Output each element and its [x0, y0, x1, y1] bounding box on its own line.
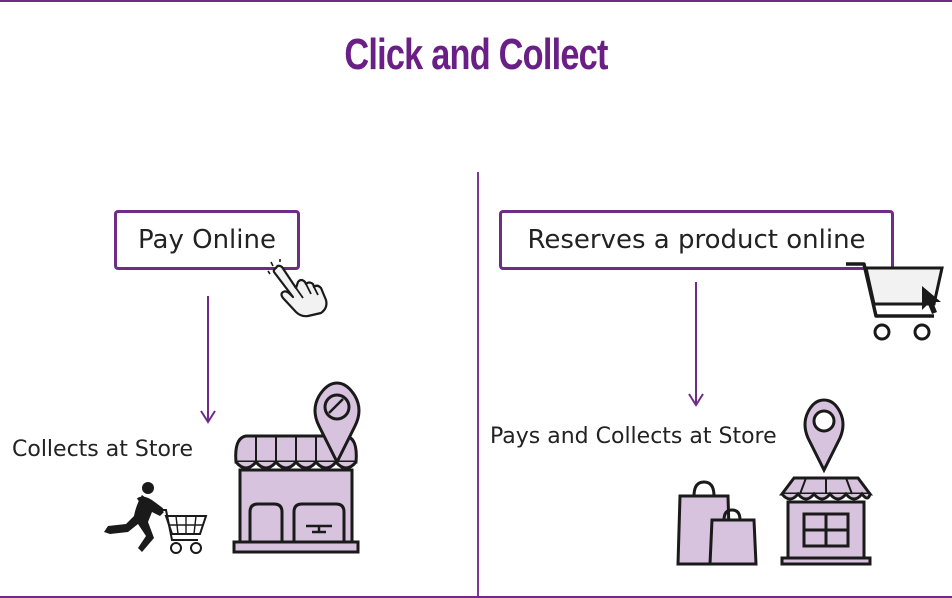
shopping-cart-cursor-icon — [846, 262, 944, 341]
reserves-product-label: Reserves a product online — [527, 225, 866, 255]
hand-pointer-icon — [267, 259, 328, 318]
collects-at-store-label: Collects at Store — [12, 437, 194, 462]
reserves-product-box: Reserves a product online — [499, 210, 894, 270]
store-with-pin-icon — [779, 398, 873, 566]
map-pin-icon — [313, 381, 361, 466]
bottom-border — [0, 596, 952, 598]
pay-online-box: Pay Online — [114, 210, 300, 270]
right-arrow — [688, 282, 704, 407]
shopping-bags-icon — [676, 480, 758, 566]
pays-and-collects-label: Pays and Collects at Store — [490, 424, 777, 449]
column-divider — [477, 172, 479, 596]
pay-online-label: Pay Online — [138, 225, 276, 255]
page-title: Click and Collect — [344, 30, 608, 79]
shopper-running-cart-icon — [104, 482, 208, 554]
top-border — [0, 0, 952, 2]
left-arrow — [200, 296, 216, 424]
